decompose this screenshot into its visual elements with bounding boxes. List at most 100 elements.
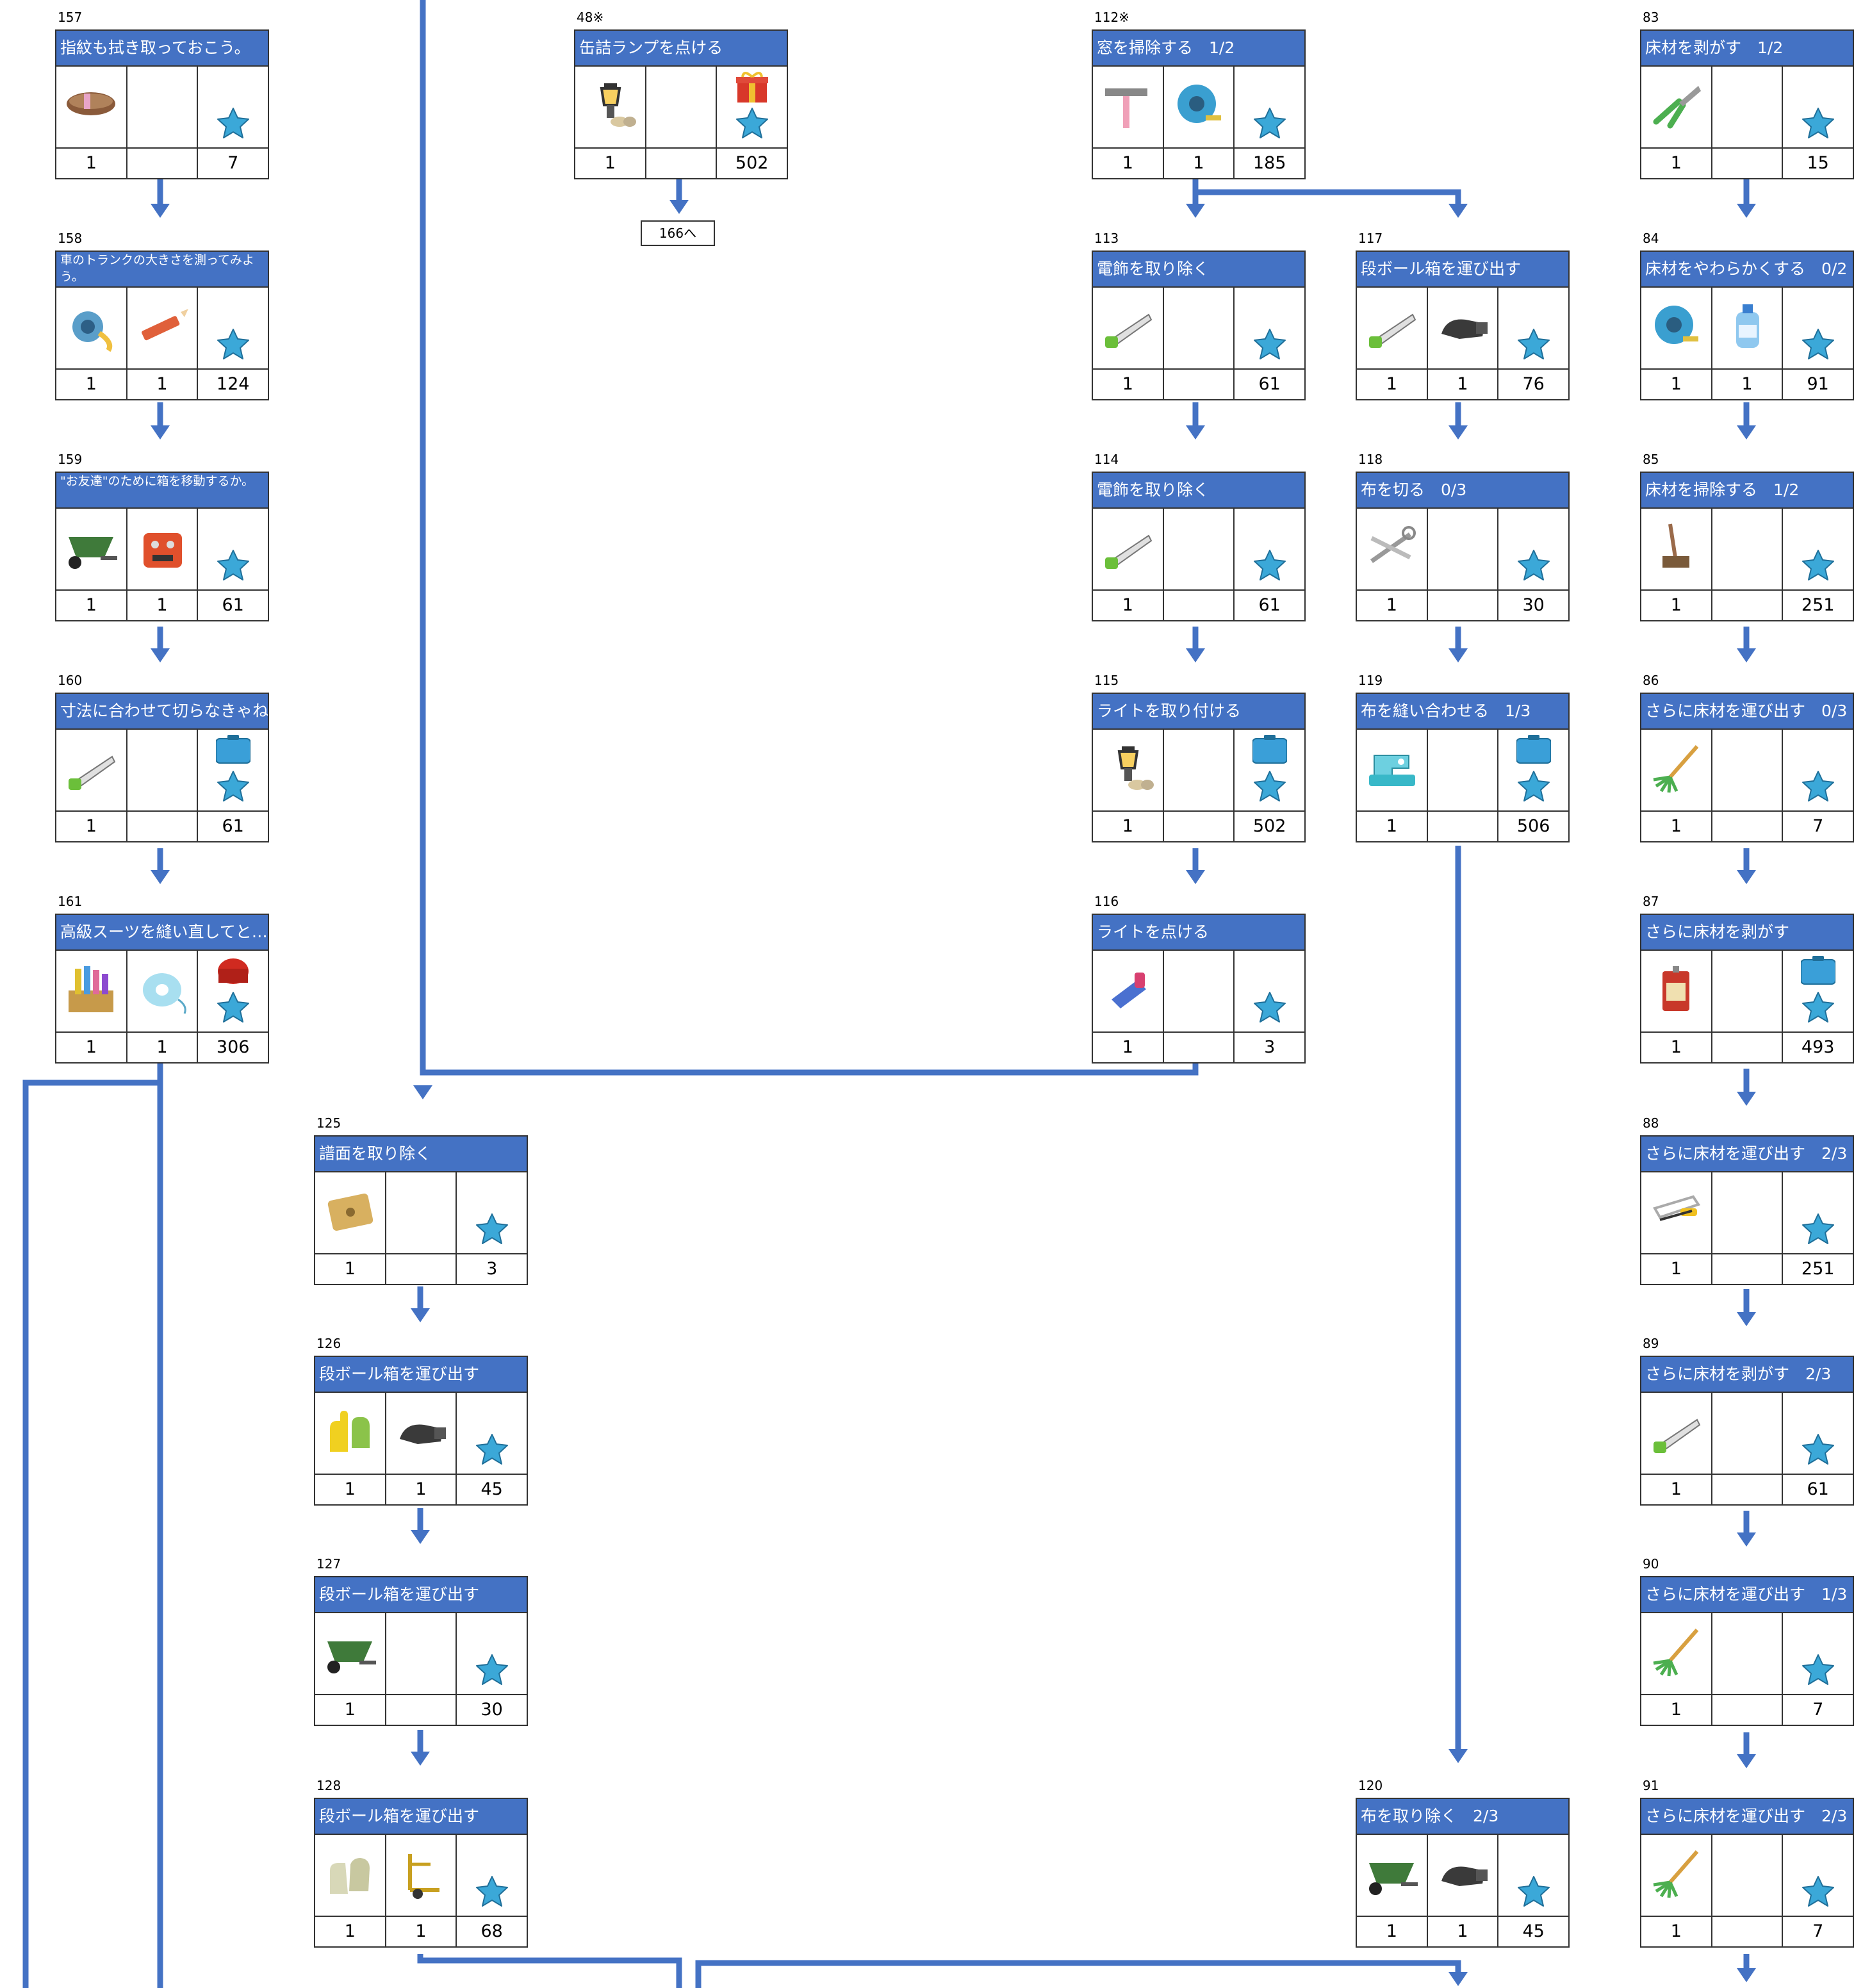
star-icon — [216, 769, 250, 805]
blue-case-icon — [1800, 956, 1836, 989]
item-count-2: 1 — [1428, 1917, 1499, 1946]
item-cell-2 — [1164, 730, 1235, 810]
item-count-2 — [1428, 812, 1499, 841]
task-title: 段ボール箱を運び出す — [315, 1357, 527, 1393]
scissors-icon — [1363, 519, 1420, 579]
reward-cell — [1498, 509, 1568, 589]
star-icon — [1252, 548, 1287, 584]
task-number: 161 — [58, 894, 83, 909]
item-cell-2 — [127, 509, 199, 589]
item-count-1: 1 — [1357, 812, 1428, 841]
item-count-1: 1 — [1641, 812, 1712, 841]
star-icon — [1801, 1653, 1835, 1689]
reward-value: 61 — [1807, 1479, 1829, 1499]
red-case-icon — [216, 956, 250, 989]
arrow-head — [1449, 204, 1468, 218]
item-cell-1 — [1641, 67, 1712, 147]
item-count-2: 1 — [1428, 370, 1499, 399]
item-count-1: 1 — [315, 1254, 386, 1284]
item-cell-1 — [315, 1835, 386, 1916]
reward-value: 3 — [486, 1259, 498, 1279]
star-icon — [475, 1212, 509, 1248]
task-title: さらに床材を剥がす 2/3 — [1641, 1357, 1853, 1393]
reward-value: 7 — [1812, 1921, 1824, 1941]
star-icon — [1801, 1433, 1835, 1468]
star-icon — [1252, 327, 1287, 363]
arrow-head — [1737, 1312, 1756, 1326]
task-number: 114 — [1094, 452, 1119, 467]
star-icon — [1516, 1875, 1551, 1910]
item-cell-2 — [386, 1613, 457, 1694]
item-count-1: 1 — [1641, 1695, 1712, 1725]
task-title: 缶詰ランプを点ける — [575, 31, 787, 67]
item-count-2: 1 — [386, 1917, 457, 1946]
item-count-2 — [1712, 1475, 1784, 1504]
arrow-head — [1186, 870, 1205, 884]
item-count-2: 1 — [127, 591, 199, 620]
item-count-1: 1 — [575, 149, 646, 178]
item-cell-2 — [1712, 1172, 1784, 1253]
reward-cell — [1498, 730, 1568, 810]
item-count-2: 1 — [1164, 149, 1235, 178]
star-icon — [1801, 769, 1835, 805]
item-cell-2 — [1164, 951, 1235, 1031]
item-cell-1 — [1641, 1172, 1712, 1253]
item-cell-2 — [1712, 951, 1784, 1031]
task-title: "お友達"のために箱を移動するか。 — [56, 473, 268, 509]
item-cell-2 — [127, 288, 199, 368]
item-cell-1 — [1641, 730, 1712, 810]
sewing-machine-icon — [1363, 740, 1420, 800]
wheelbarrow-icon — [1363, 1845, 1420, 1905]
item-count-2 — [1164, 591, 1235, 620]
arrow-line — [420, 0, 1199, 1076]
work-gloves-icon — [321, 1845, 379, 1905]
item-cell-1 — [1641, 509, 1712, 589]
reward-value: 493 — [1801, 1037, 1835, 1057]
star-icon — [1801, 327, 1835, 363]
item-cell-1 — [1641, 951, 1712, 1031]
item-cell-2 — [386, 1172, 457, 1253]
item-count-2 — [1712, 1033, 1784, 1062]
reward-value: 502 — [735, 153, 769, 173]
task-number: 91 — [1643, 1778, 1659, 1793]
arrow-head — [1449, 425, 1468, 439]
task-title: 布を切る 0/3 — [1357, 473, 1568, 509]
item-cell-2 — [1428, 288, 1499, 368]
broom-icon — [1647, 519, 1705, 579]
star-icon — [475, 1875, 509, 1910]
reward-cell — [457, 1835, 527, 1916]
item-cell-2 — [1712, 1393, 1784, 1474]
item-cell-1 — [1093, 951, 1164, 1031]
handsaw-icon — [1647, 1403, 1705, 1463]
item-cell-2 — [1428, 730, 1499, 810]
reward-cell — [198, 730, 268, 810]
item-cell-2 — [386, 1393, 457, 1474]
arrow-head — [1737, 1968, 1756, 1982]
item-count-1: 1 — [1641, 149, 1712, 178]
task-title: 段ボール箱を運び出す — [315, 1577, 527, 1613]
rake-icon — [1647, 740, 1705, 800]
item-count-2: 1 — [127, 370, 199, 399]
item-count-1: 1 — [1093, 591, 1164, 620]
reward-value: 61 — [1258, 374, 1281, 394]
item-count-1: 1 — [56, 812, 127, 841]
fabric-basket-icon — [62, 961, 120, 1021]
task-number: 87 — [1643, 894, 1659, 909]
star-icon — [216, 548, 250, 584]
item-count-2 — [1428, 591, 1499, 620]
hand-truck-icon — [392, 1845, 450, 1905]
item-count-1: 1 — [56, 370, 127, 399]
arrow-head — [1737, 1092, 1756, 1106]
item-count-2 — [127, 812, 199, 841]
arrow-head — [413, 1085, 432, 1099]
